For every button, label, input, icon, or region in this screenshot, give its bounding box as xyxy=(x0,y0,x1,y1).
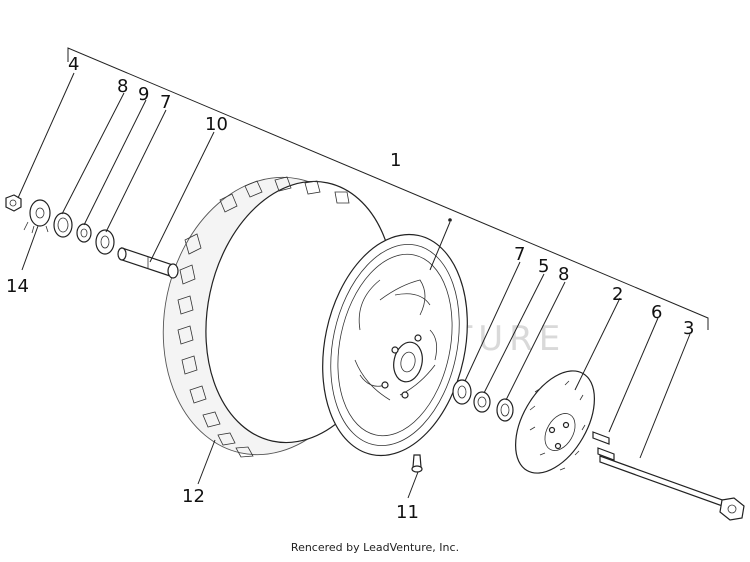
part-9-spacer[interactable] xyxy=(76,223,92,243)
callout-10: 10 xyxy=(205,114,228,135)
part-5-spacer[interactable] xyxy=(473,391,491,413)
callout-1: 1 xyxy=(390,150,401,171)
callout-9: 9 xyxy=(138,84,149,105)
callout-8: 8 xyxy=(117,76,128,97)
callout-7: 7 xyxy=(514,244,525,265)
callout-4: 4 xyxy=(68,54,79,75)
part-11-valve[interactable] xyxy=(411,454,423,473)
callout-14: 14 xyxy=(6,276,29,297)
part-7-bearing-right[interactable] xyxy=(452,379,472,405)
callout-2: 2 xyxy=(612,284,623,305)
part-8-seal-left[interactable] xyxy=(53,212,73,238)
part-10-axle-sleeve[interactable] xyxy=(117,247,179,279)
callout-5: 5 xyxy=(538,256,549,277)
part-3-axle-bolt[interactable] xyxy=(599,455,745,521)
part-7-bearing-left[interactable] xyxy=(95,229,115,255)
render-credit: Rencered by LeadVenture, Inc. xyxy=(290,541,460,554)
callout-7: 7 xyxy=(160,92,171,113)
callout-8: 8 xyxy=(558,264,569,285)
leader-lines xyxy=(17,72,691,499)
part-2-brake-disc[interactable] xyxy=(499,358,610,487)
part-14-speedo-drive[interactable] xyxy=(23,199,51,234)
callout-12: 12 xyxy=(182,486,205,507)
wheel-rim[interactable] xyxy=(303,221,487,469)
callout-6: 6 xyxy=(651,302,662,323)
assembly-bracket xyxy=(67,47,709,330)
callout-11: 11 xyxy=(396,502,419,523)
callout-3: 3 xyxy=(683,318,694,339)
part-4-nut[interactable] xyxy=(5,194,22,212)
callout-labels: 4 8 9 7 10 1 14 7 5 8 2 6 3 12 11 xyxy=(6,54,694,523)
part-6-bolts[interactable] xyxy=(592,431,615,461)
part-8-seal-right[interactable] xyxy=(496,398,514,422)
